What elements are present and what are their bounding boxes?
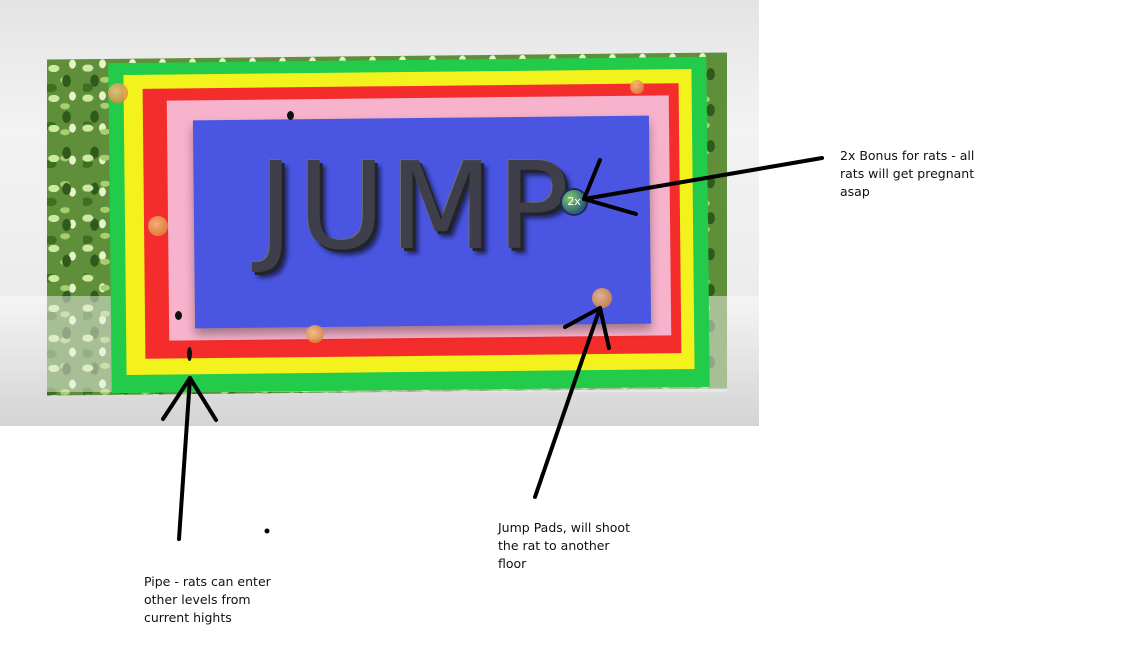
bonus-icon: 2x [562, 190, 586, 214]
jump-pad [108, 83, 128, 103]
bonus-arrow-head [582, 158, 638, 216]
pipe-arrow-shaft [177, 376, 192, 541]
jump-pad [630, 80, 644, 94]
pipe-annotation: Pipe - rats can enter other levels from … [144, 574, 271, 625]
bonus-annotation: 2x Bonus for rats - all rats will get pr… [840, 148, 975, 199]
stray-dot [264, 528, 270, 534]
pipe-hole [175, 311, 182, 320]
jump-pad [306, 325, 324, 343]
pipe-hole [187, 347, 192, 361]
pipe-hole [287, 111, 294, 120]
jump-pad-arrow-shaft [533, 306, 602, 499]
jump-pads-annotation: Jump Pads, will shoot the rat to another… [498, 520, 630, 571]
jump-label: JUMP [258, 138, 574, 277]
jump-pad-arrow-head [563, 306, 611, 350]
jump-pad [148, 216, 168, 236]
jump-pad [592, 288, 612, 308]
bonus-arrow-shaft [582, 156, 824, 201]
pipe-arrow-head [161, 376, 218, 422]
